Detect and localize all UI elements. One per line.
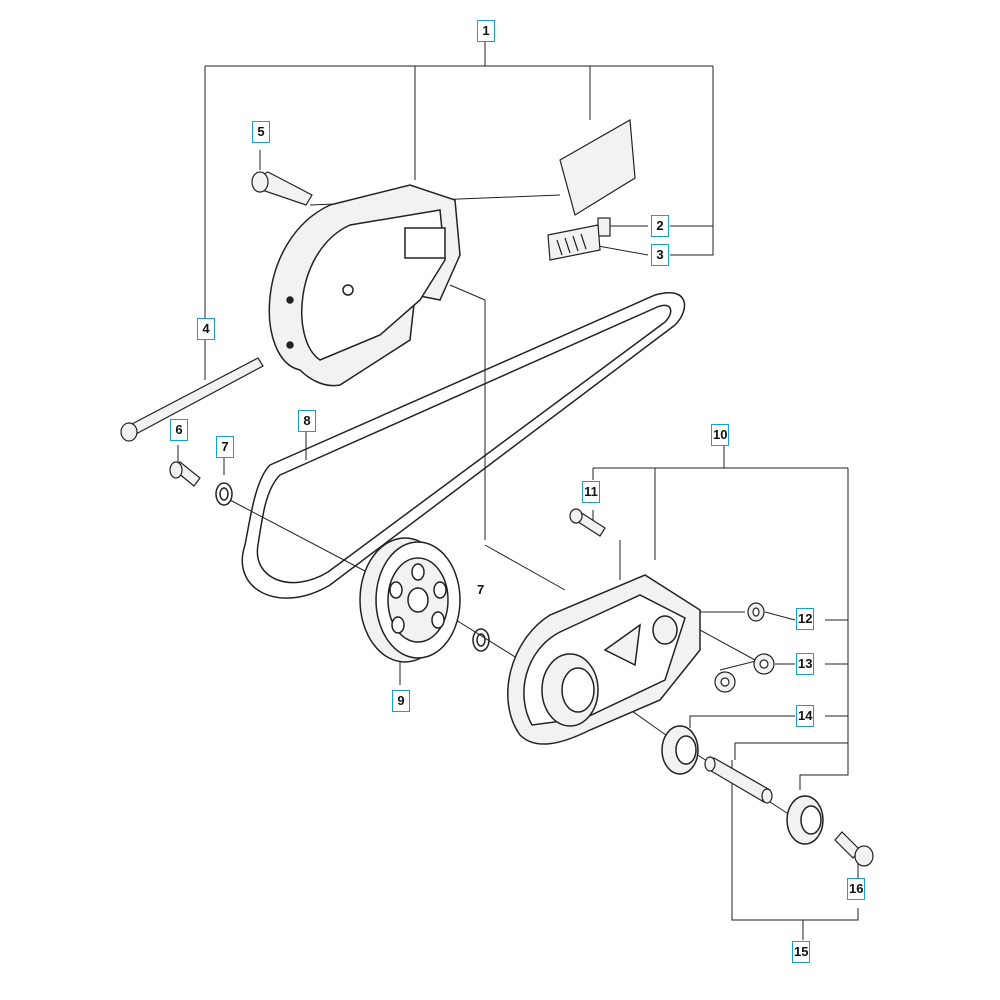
callout-14[interactable]: 14 [796, 705, 815, 727]
callout-1[interactable]: 1 [477, 20, 495, 42]
long-bolt-4 [120, 357, 264, 442]
callout-7[interactable]: 7 [216, 436, 234, 458]
belt-guard [268, 184, 461, 387]
callout-2[interactable]: 2 [651, 215, 669, 237]
callout-6[interactable]: 6 [170, 419, 188, 441]
belt-housing [507, 574, 701, 745]
pulley-9 [359, 537, 461, 663]
washer-7 [215, 482, 233, 506]
callout-5[interactable]: 5 [252, 121, 270, 143]
v-belt-8 [241, 292, 686, 599]
bearing-14 [661, 725, 699, 775]
nut-13 [753, 653, 775, 675]
callout-3[interactable]: 3 [651, 244, 669, 266]
callout-9[interactable]: 9 [392, 690, 410, 712]
callout-12[interactable]: 12 [796, 608, 815, 630]
bolt-16 [834, 831, 874, 867]
shaft-15 [704, 756, 773, 804]
callout-13[interactable]: 13 [796, 653, 815, 675]
callout-11[interactable]: 11 [582, 481, 600, 503]
callout-15[interactable]: 15 [792, 941, 811, 963]
leader-lines [177, 42, 859, 940]
nut-lower [714, 671, 736, 693]
label-7-plain: 7 [477, 582, 485, 597]
callout-10[interactable]: 10 [711, 424, 730, 446]
ring-7 [472, 628, 490, 652]
nut-12 [747, 602, 765, 622]
tension-bracket [547, 119, 636, 261]
callout-16[interactable]: 16 [847, 878, 866, 900]
bolt-5 [251, 171, 313, 206]
callout-4[interactable]: 4 [197, 318, 215, 340]
callout-8[interactable]: 8 [298, 410, 316, 432]
bearing-lower [786, 795, 824, 845]
bolt-11 [569, 508, 606, 537]
bolt-6 [169, 461, 201, 487]
